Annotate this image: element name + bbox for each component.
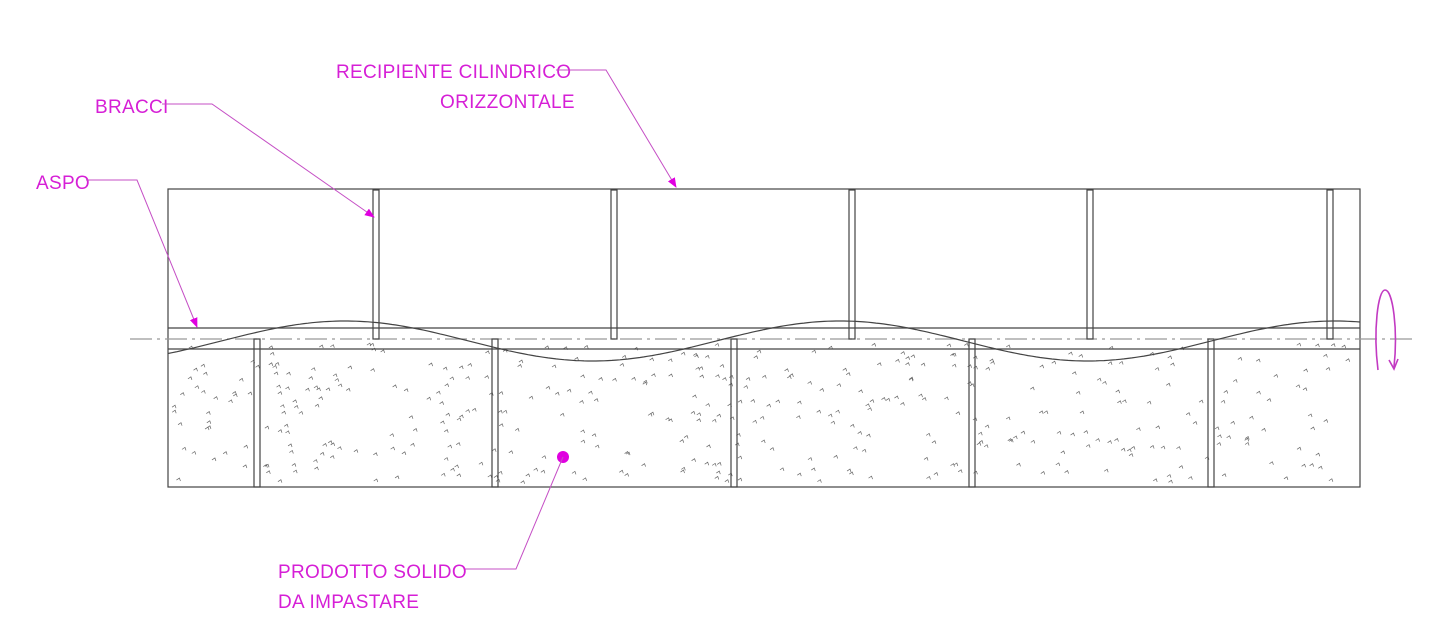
lower-arm: [730, 338, 738, 488]
screw-helix: [167, 320, 1361, 362]
rotation-arrow-icon: [1375, 289, 1399, 371]
upper-arm: [610, 189, 618, 340]
upper-arm: [1086, 189, 1094, 340]
lower-arm: [1207, 338, 1215, 488]
arms: [253, 189, 1334, 488]
lower-arm: [491, 338, 499, 488]
container-label-line2: ORIZZONTALE: [440, 92, 575, 113]
product-label-line2: DA IMPASTARE: [278, 592, 419, 613]
upper-arm: [1326, 189, 1334, 340]
upper-arm: [848, 189, 856, 340]
reel-label: ASPO: [36, 173, 90, 194]
product-label-line1: PRODOTTO SOLIDO: [278, 562, 467, 583]
container-leader: [556, 69, 677, 188]
cylindrical-container: [167, 188, 1361, 488]
lower-arm: [253, 338, 261, 488]
arms-label: BRACCI: [95, 97, 169, 118]
container-label-line1: RECIPIENTE CILINDRICO: [336, 62, 571, 83]
product-leader: [464, 456, 564, 570]
solid-product-fill: [171, 342, 1351, 484]
arms-leader: [162, 103, 375, 218]
reel-leader: [86, 179, 198, 328]
upper-arm: [372, 189, 380, 340]
lower-arm: [968, 338, 976, 488]
